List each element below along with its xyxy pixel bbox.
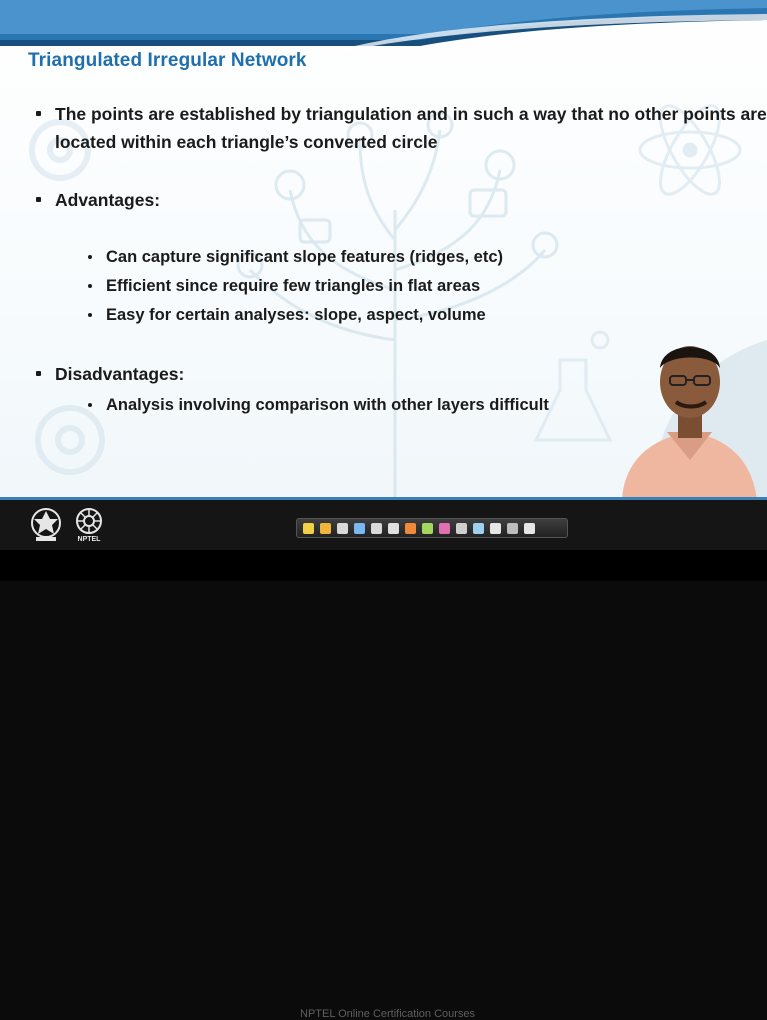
advantage-text: Efficient since require few triangles in… xyxy=(106,277,481,295)
footer-accent-strip xyxy=(0,497,767,501)
highlighter-icon[interactable] xyxy=(337,522,348,534)
pointer-icon[interactable] xyxy=(371,522,382,534)
pencil-icon[interactable] xyxy=(405,522,416,534)
advantage-item: Easy for certain analyses: slope, aspect… xyxy=(88,303,486,327)
text-icon[interactable] xyxy=(490,522,501,534)
annotation-toolbar[interactable] xyxy=(296,518,568,538)
bullet-marker xyxy=(36,197,41,202)
bullet-text: Advantages: xyxy=(55,190,161,210)
marker-icon[interactable] xyxy=(388,522,399,534)
advantage-item: Can capture significant slope features (… xyxy=(88,245,503,269)
sub-bullet-marker xyxy=(88,313,92,317)
presenter-video xyxy=(622,340,767,500)
nptel-logo: NPTEL xyxy=(74,506,104,546)
pen-icon[interactable] xyxy=(320,522,331,534)
advantage-text: Easy for certain analyses: slope, aspect… xyxy=(106,306,486,324)
eraser-icon[interactable] xyxy=(354,522,365,534)
bullet-advantages: Advantages: xyxy=(36,186,160,214)
brush-icon[interactable] xyxy=(422,522,433,534)
bullet-marker xyxy=(36,111,41,116)
bullet-text: located within each triangle’s converted… xyxy=(55,132,438,152)
slide: Triangulated Irregular Network The point… xyxy=(0,0,767,500)
advantage-text: Can capture significant slope features (… xyxy=(106,248,504,266)
bullet-definition: The points are established by triangulat… xyxy=(36,100,767,156)
iit-logo-icon xyxy=(31,508,61,541)
screen-icon[interactable] xyxy=(524,522,535,534)
bullet-marker xyxy=(36,371,41,376)
bullet-text: The points are established by triangulat… xyxy=(55,104,767,124)
sub-bullet-marker xyxy=(88,403,92,407)
letterbox-bottom xyxy=(0,550,767,581)
color-icon[interactable] xyxy=(439,522,450,534)
disadvantage-text: Analysis involving comparison with other… xyxy=(106,396,549,414)
bullet-text: Disadvantages: xyxy=(55,364,185,384)
watermark-graphics xyxy=(29,104,742,500)
sub-bullet-marker xyxy=(88,284,92,288)
header-band xyxy=(0,0,767,52)
arrow-icon[interactable] xyxy=(303,522,314,534)
slide-title: Triangulated Irregular Network xyxy=(28,50,307,71)
advantage-item: Efficient since require few triangles in… xyxy=(88,274,480,298)
nptel-label: NPTEL xyxy=(77,536,101,543)
clear-icon[interactable] xyxy=(507,522,518,534)
sub-bullet-marker xyxy=(88,255,92,259)
footer-ghost-text: NPTEL Online Certification Courses xyxy=(300,1008,476,1020)
shape-icon[interactable] xyxy=(473,522,484,534)
disadvantage-item: Analysis involving comparison with other… xyxy=(88,393,549,417)
bullet-disadvantages: Disadvantages: xyxy=(36,360,184,388)
nptel-emblem-icon xyxy=(76,508,102,534)
line-icon[interactable] xyxy=(456,522,467,534)
